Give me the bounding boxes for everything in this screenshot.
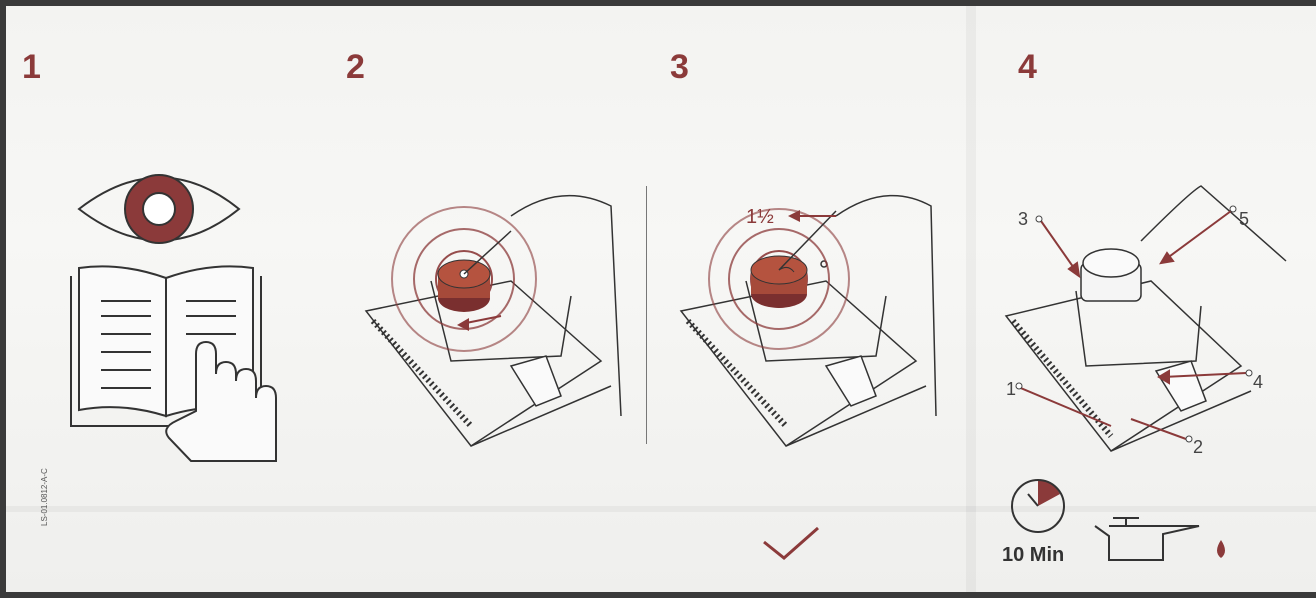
- step-number-2: 2: [346, 48, 365, 86]
- adjustment-knob: [437, 230, 512, 312]
- paper-crease: [966, 6, 976, 592]
- rotation-rings: [391, 206, 537, 352]
- step-number-1: 1: [22, 48, 41, 86]
- turns-label: 1½: [746, 206, 774, 228]
- step-2-illustration: [364, 194, 622, 448]
- callout-5: 5: [1239, 209, 1249, 229]
- adjustment-knob: [750, 210, 837, 308]
- step-number-4: 4: [1018, 48, 1037, 86]
- checkmark-icon: [763, 526, 819, 560]
- oil-can-icon: [1094, 517, 1225, 561]
- hand-pointer-icon: [165, 340, 277, 462]
- step-4-illustration: 3 5 4 1 2: [1004, 185, 1287, 457]
- part-callouts: 3 5 4 1 2: [1006, 205, 1263, 457]
- callout-2: 2: [1193, 437, 1203, 457]
- eye-icon: [77, 174, 241, 244]
- timer-icon: [1011, 479, 1065, 533]
- paper-crease: [6, 506, 1316, 512]
- step-divider: [646, 186, 647, 444]
- callout-1: 1: [1006, 379, 1016, 399]
- instruction-sheet: 1 2 3 4 LS-01.0812-A-C: [6, 6, 1316, 592]
- step-3-illustration: [679, 194, 937, 448]
- counterclockwise-arrow-icon: [788, 210, 836, 222]
- step-1-illustration: [70, 174, 277, 462]
- duration-label: 10 Min: [1002, 544, 1065, 566]
- document-code: LS-01.0812-A-C: [40, 468, 49, 526]
- counterclockwise-arrow-icon: [457, 315, 502, 331]
- callout-4: 4: [1253, 372, 1263, 392]
- callout-3: 3: [1018, 209, 1028, 229]
- step-number-3: 3: [670, 48, 689, 86]
